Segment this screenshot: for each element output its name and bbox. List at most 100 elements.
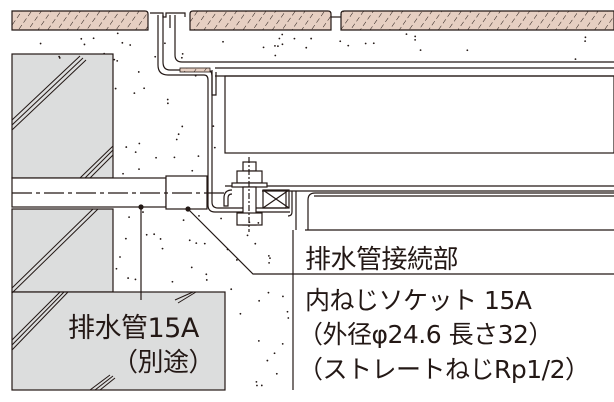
concrete-dot xyxy=(103,52,106,55)
concrete-dot xyxy=(364,42,367,45)
concrete-dot xyxy=(287,317,290,319)
concrete-dot xyxy=(188,239,191,242)
concrete-dot xyxy=(128,216,130,219)
anchor-bolt xyxy=(223,157,290,232)
concrete-dot xyxy=(58,57,61,59)
concrete-dot xyxy=(134,151,137,154)
concrete-dot xyxy=(205,273,208,276)
concrete-dot xyxy=(239,312,242,315)
concrete-dot xyxy=(116,59,119,62)
concrete-dot xyxy=(281,33,284,36)
concrete-dot xyxy=(138,168,140,171)
concrete-dot xyxy=(198,215,200,217)
concrete-dot xyxy=(372,42,375,45)
concrete-dot xyxy=(181,125,184,128)
concrete-dot xyxy=(305,46,308,49)
wall-panel xyxy=(11,53,226,391)
concrete-dot xyxy=(195,242,198,244)
socket-spec-line3: （ストレートねじRp1/2） xyxy=(298,355,590,384)
concrete-dot xyxy=(256,384,258,387)
concrete-dot xyxy=(205,279,208,281)
concrete-dot xyxy=(339,40,342,43)
concrete-dot xyxy=(177,133,180,136)
concrete-dot xyxy=(166,98,169,101)
concrete-dot xyxy=(194,74,197,77)
concrete-dot xyxy=(254,242,257,245)
concrete-dot xyxy=(248,221,251,224)
concrete-dot xyxy=(190,266,193,269)
socket-spec-line1: 内ねじソケット 15A xyxy=(305,286,532,315)
concrete-dot xyxy=(142,211,144,213)
concrete-dot xyxy=(278,37,281,40)
concrete-dot xyxy=(268,261,270,264)
concrete-dot xyxy=(266,359,269,362)
concrete-dot xyxy=(137,71,140,73)
concrete-dot xyxy=(293,37,296,40)
concrete-dot xyxy=(275,372,278,375)
concrete-dot xyxy=(257,222,260,224)
concrete-dot xyxy=(171,280,174,283)
concrete-dot xyxy=(182,219,185,222)
concrete-dot xyxy=(134,278,137,281)
drain-pipe-note: （別途） xyxy=(112,348,215,378)
concrete-dot xyxy=(574,58,577,61)
concrete-dot xyxy=(153,233,156,236)
concrete-dot xyxy=(414,38,417,41)
concrete-dot xyxy=(92,37,95,40)
concrete-dot xyxy=(281,43,284,46)
concrete-dot xyxy=(260,384,263,387)
concrete-dot xyxy=(175,138,178,141)
concrete-dot xyxy=(124,237,127,240)
concrete-dot xyxy=(173,156,176,159)
connection-title: 排水管接続部 xyxy=(305,245,459,275)
concrete-dot xyxy=(191,169,194,172)
concrete-dot xyxy=(143,87,146,90)
concrete-dot xyxy=(282,295,284,298)
concrete-dot xyxy=(269,257,271,260)
concrete-dot xyxy=(80,37,83,40)
concrete-dots xyxy=(39,32,587,387)
drain-trap xyxy=(150,12,614,231)
concrete-dot xyxy=(129,44,132,46)
concrete-dot xyxy=(419,49,422,52)
concrete-dot xyxy=(161,247,164,250)
concrete-dot xyxy=(405,33,408,36)
drain-pipe-label: 排水管15A xyxy=(68,313,199,344)
concrete-dot xyxy=(257,340,260,342)
concrete-dot xyxy=(310,37,313,40)
concrete-dot xyxy=(222,40,224,43)
concrete-dot xyxy=(273,352,276,355)
concrete-dot xyxy=(83,43,86,46)
concrete-dot xyxy=(414,35,417,38)
concrete-dot xyxy=(39,42,42,45)
concrete-dot xyxy=(262,46,265,49)
concrete-dot xyxy=(274,44,276,47)
concrete-dot xyxy=(258,299,261,302)
concrete-dot xyxy=(138,142,141,145)
concrete-dot xyxy=(159,238,162,240)
concrete-dot xyxy=(154,55,157,58)
concrete-dot xyxy=(274,54,277,57)
concrete-dot xyxy=(212,125,215,128)
concrete-dot xyxy=(180,56,183,59)
concrete-dot xyxy=(119,256,121,258)
concrete-dot xyxy=(267,291,270,294)
concrete-dot xyxy=(347,44,350,47)
concrete-dot xyxy=(197,155,200,158)
concrete-dot xyxy=(226,248,229,251)
concrete-dot xyxy=(277,45,279,48)
concrete-dot xyxy=(230,288,233,291)
concrete-dot xyxy=(584,40,587,42)
concrete-dot xyxy=(213,146,216,149)
leader-lines xyxy=(138,204,614,390)
concrete-dot xyxy=(125,146,128,148)
concrete-dot xyxy=(166,102,169,105)
concrete-dot xyxy=(466,49,469,52)
concrete-dot xyxy=(114,87,117,90)
glass-hatch xyxy=(11,55,197,391)
concrete-dot xyxy=(121,41,124,44)
concrete-dot xyxy=(133,92,136,95)
concrete-dot xyxy=(113,58,116,61)
concrete-dot xyxy=(281,342,284,345)
